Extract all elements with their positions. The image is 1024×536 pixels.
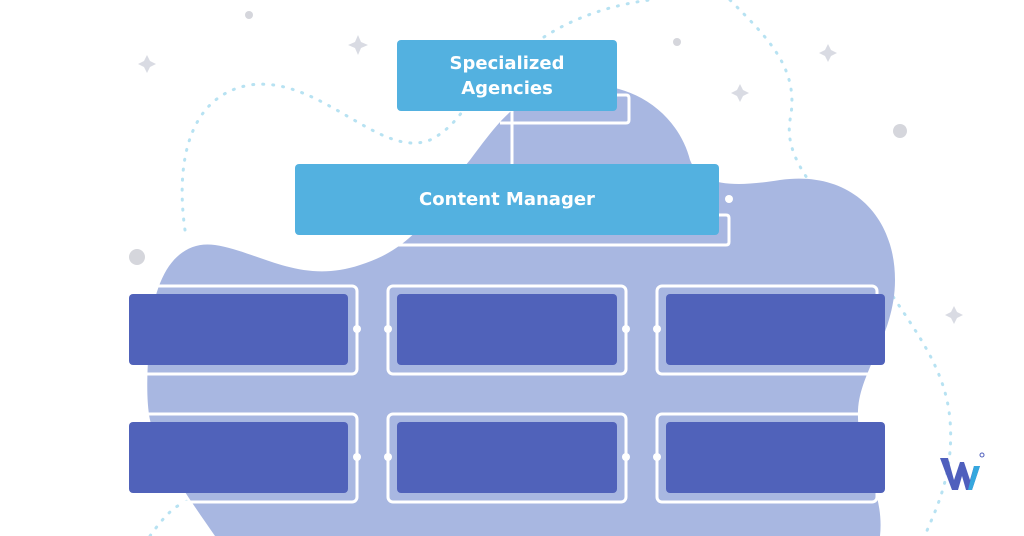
dotted-curve-bottom-left xyxy=(148,498,192,536)
grid-box-r1-c1 xyxy=(129,294,348,365)
specialized-agencies-label: Specialized Agencies xyxy=(449,52,565,99)
grid-box-r1-c2 xyxy=(397,294,617,365)
dot-decor xyxy=(129,249,145,265)
connector-dots xyxy=(353,195,733,461)
sparkle-icon xyxy=(138,55,156,73)
dotted-curve-right xyxy=(728,0,953,536)
sparkle-icon xyxy=(348,35,368,55)
sparkle-icon xyxy=(819,44,837,62)
sparkle-icon xyxy=(945,306,963,324)
dotted-curve-top xyxy=(518,0,652,57)
grid-box-r2-c2 xyxy=(397,422,617,493)
dot-decor xyxy=(673,38,681,46)
dot-decor xyxy=(245,11,253,19)
content-manager-node: Content Manager xyxy=(295,164,719,235)
grid-box-r1-c3 xyxy=(666,294,885,365)
grid-box-r2-c1 xyxy=(129,422,348,493)
content-manager-label: Content Manager xyxy=(419,189,595,210)
dot-decor xyxy=(893,124,907,138)
dotted-curve-left xyxy=(180,53,522,232)
grid-boxes xyxy=(129,294,885,493)
sparkle-icon xyxy=(731,84,749,102)
w-logo-icon xyxy=(940,452,985,490)
grid-box-r2-c3 xyxy=(666,422,885,493)
specialized-agencies-node: Specialized Agencies xyxy=(397,40,617,111)
